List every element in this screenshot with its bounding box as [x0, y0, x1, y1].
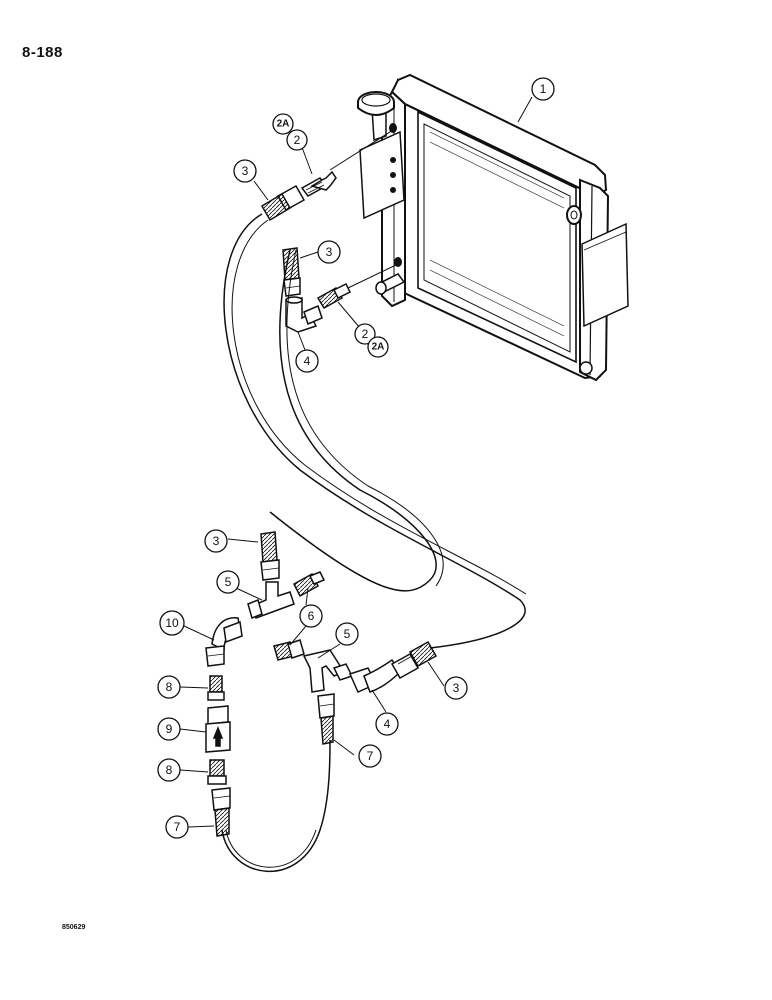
callout-2: 2: [294, 133, 301, 147]
hose-end-lower-right: [390, 640, 438, 680]
callout-6: 6: [308, 609, 315, 623]
hose-end-upper: [260, 184, 306, 222]
callout-3b: 3: [326, 245, 333, 259]
callout-3-circle-d: [444, 676, 468, 700]
callout-2-circle: [286, 129, 308, 151]
callout-2a: 2A: [277, 119, 290, 130]
hose-end-lower-1: [260, 531, 280, 581]
hose-lines: [221, 213, 527, 872]
callout-5b: 5: [344, 627, 351, 641]
callout-1: 1: [540, 82, 547, 96]
callout-5-circle-b: [335, 622, 359, 646]
callout-1-circle: [531, 77, 555, 101]
connector-6-lower: [273, 639, 305, 661]
tee-fitting-upper: [247, 581, 295, 620]
callout-2b: 2: [362, 327, 369, 341]
callout-3-circle-c: [204, 529, 228, 553]
callout-8-circle-a: [157, 675, 181, 699]
callout-2a-circle: [272, 113, 294, 135]
callout-9-circle: [157, 717, 181, 741]
callout-2a-circle-b: [367, 336, 389, 358]
callout-7-circle-a: [358, 744, 382, 768]
callout-3c: 3: [213, 534, 220, 548]
callout-4-circle-a: [295, 349, 319, 373]
callout-8-circle-b: [157, 758, 181, 782]
elbow-10: [205, 617, 243, 667]
leader-line-lower: [347, 263, 399, 289]
callout-7b: 7: [174, 820, 181, 834]
page-number: 8-188: [22, 44, 63, 61]
callout-6-circle: [299, 604, 323, 628]
nipple-8-lower: [207, 759, 227, 785]
callout-2ab: 2A: [372, 342, 385, 353]
callout-4-circle-b: [375, 712, 399, 736]
callout-7-circle-b: [165, 815, 189, 839]
radiator: [357, 73, 629, 382]
callout-10: 10: [165, 616, 179, 630]
callout-4a: 4: [304, 354, 311, 368]
callout-9: 9: [166, 722, 173, 736]
callout-2-circle-b: [354, 323, 376, 345]
callout-3a: 3: [242, 164, 249, 178]
hose-end-7-left: [211, 787, 231, 837]
nipple-8-upper: [207, 675, 225, 701]
tee-fitting-lower: [302, 649, 354, 693]
hose-end-7-right: [317, 693, 335, 745]
callout-3d: 3: [453, 681, 460, 695]
callout-8a: 8: [166, 680, 173, 694]
check-valve-9: [205, 705, 231, 753]
leader-line: [329, 129, 394, 171]
callout-8b: 8: [166, 763, 173, 777]
callout-10-circle: [159, 610, 185, 636]
connector-lower: [316, 282, 352, 310]
callout-7a: 7: [367, 749, 374, 763]
reference-code: 850629: [62, 924, 86, 931]
connector-upper: [300, 170, 337, 197]
callout-3-circle-b: [317, 240, 341, 264]
callout-4b: 4: [384, 717, 391, 731]
callout-5-circle-a: [216, 570, 240, 594]
callout-3-circle-a: [233, 159, 257, 183]
elbow-fitting-upper: [285, 296, 323, 333]
connector-6-upper: [293, 571, 326, 598]
callout-5a: 5: [225, 575, 232, 589]
